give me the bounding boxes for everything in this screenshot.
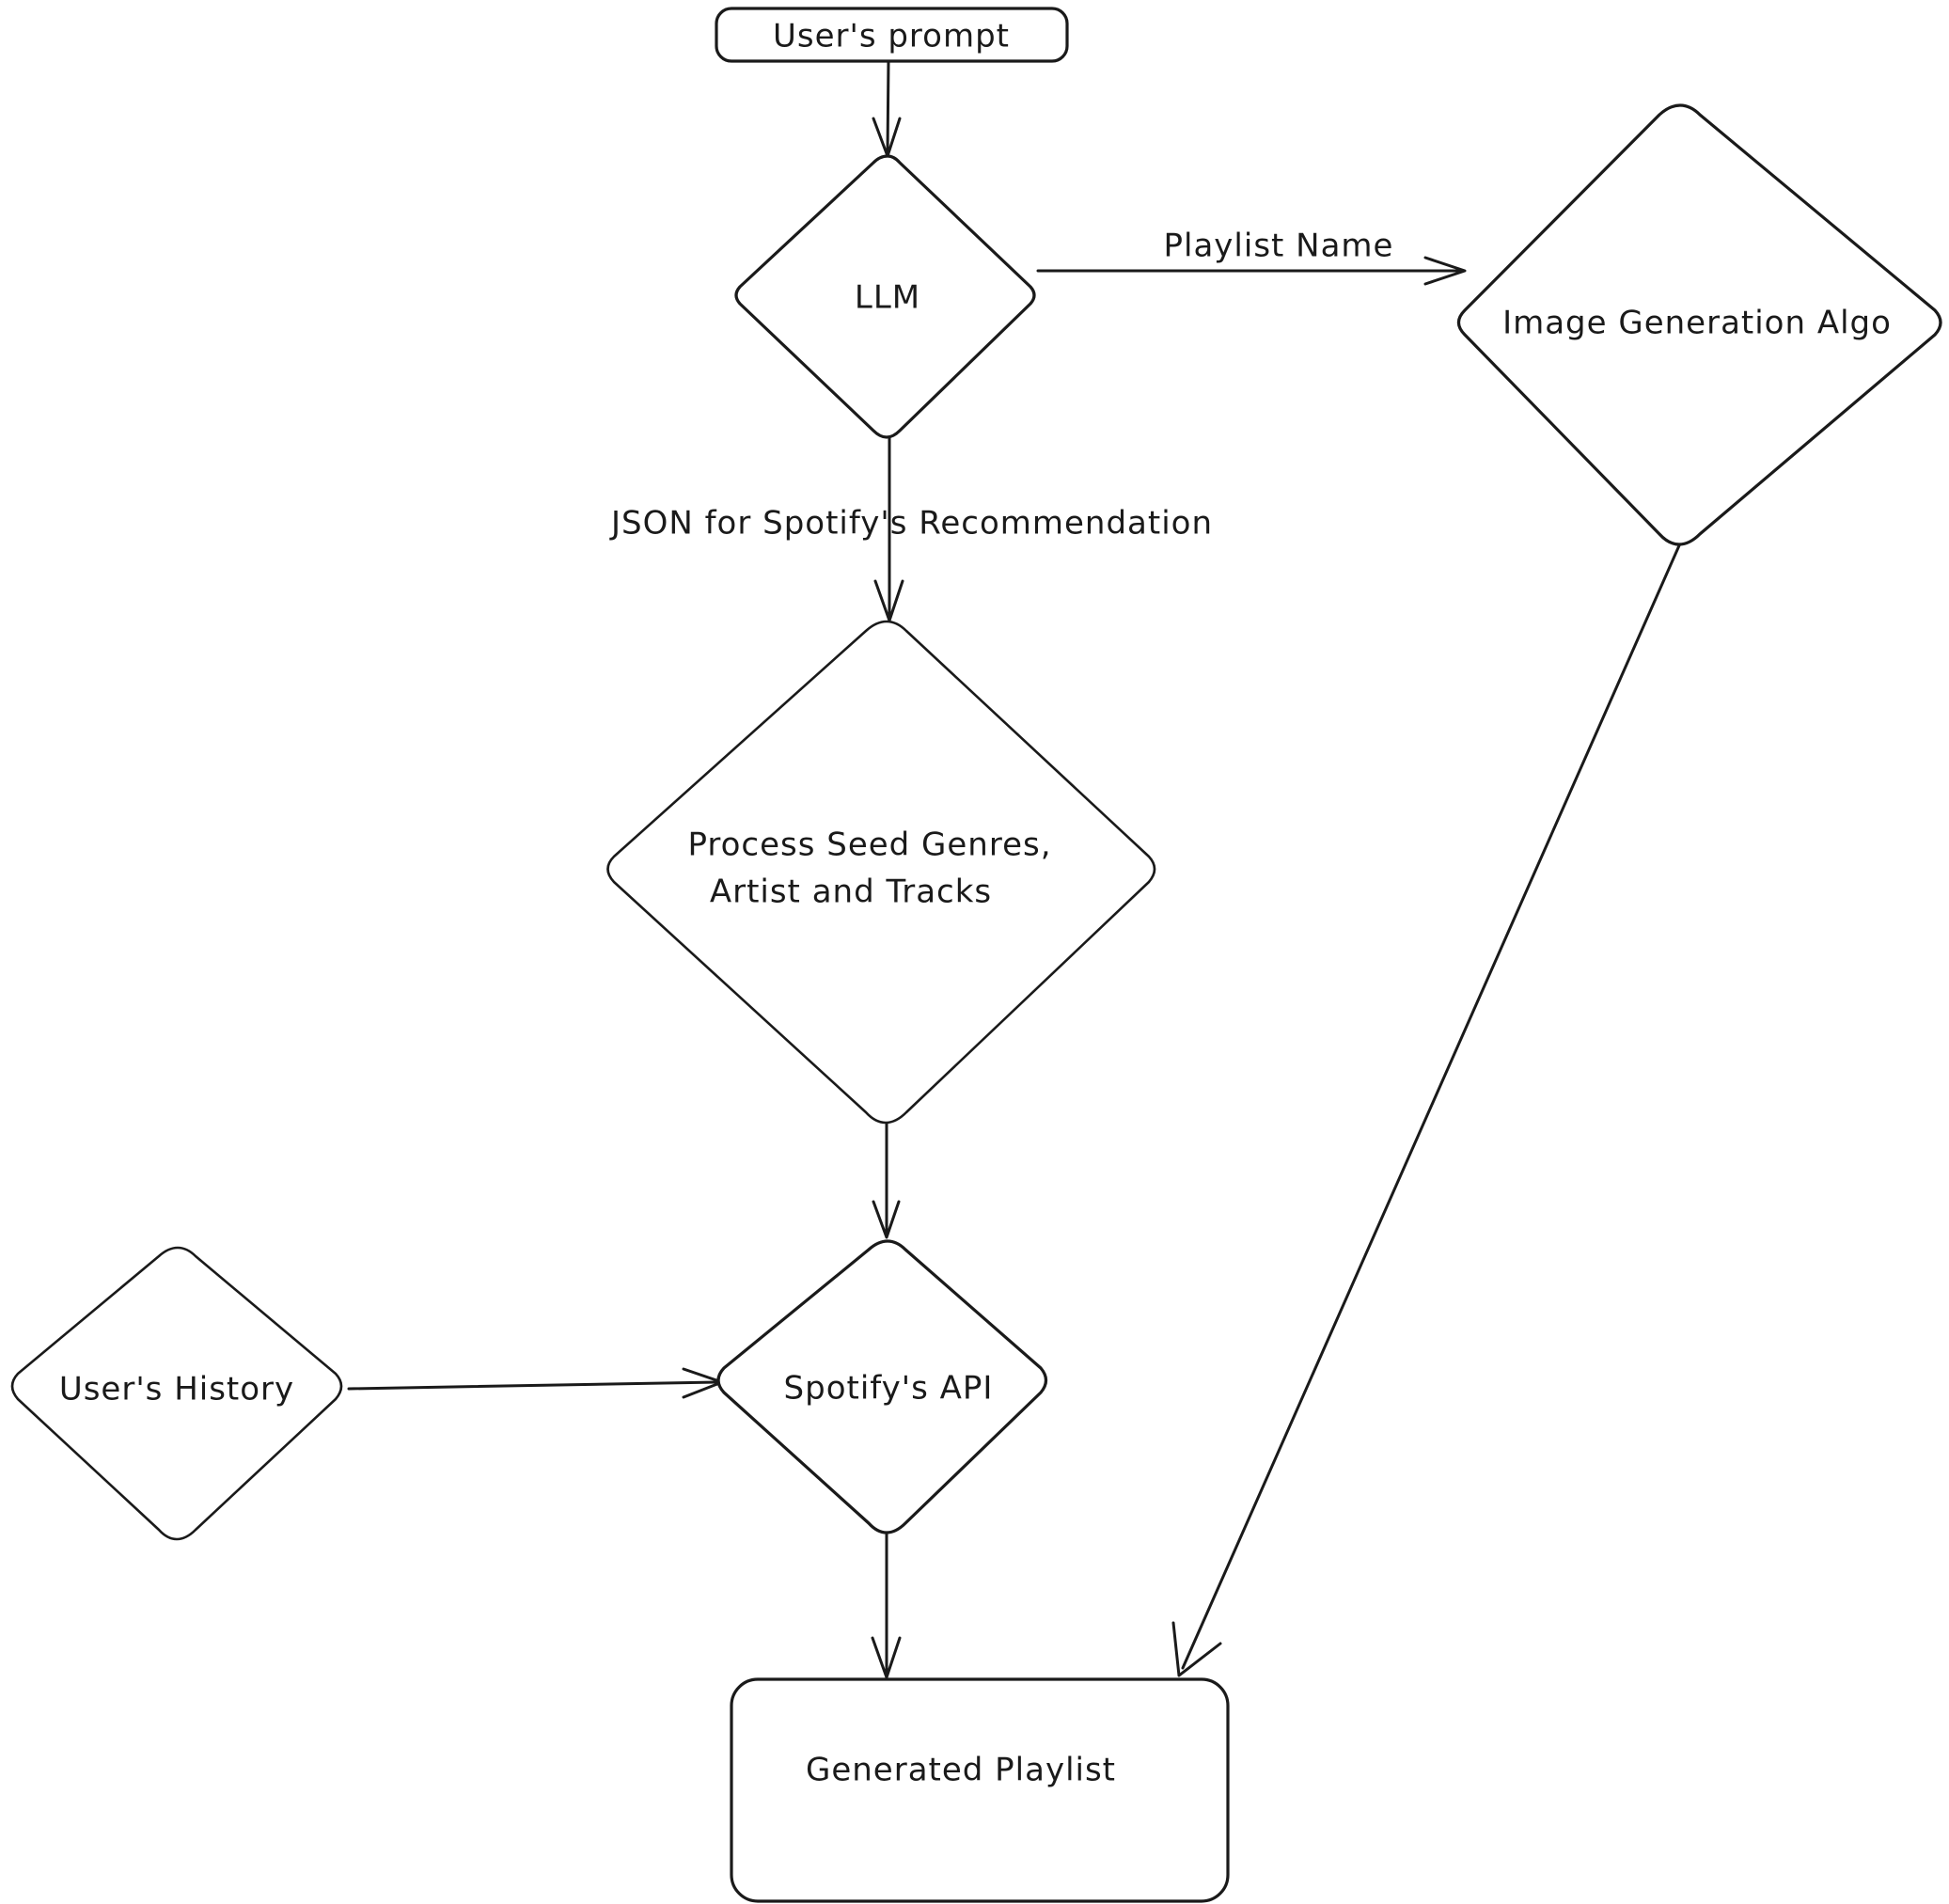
node-spotify-api-label: Spotify's API (784, 1370, 994, 1408)
edge-label-playlist-name: Playlist Name (1164, 228, 1394, 265)
edge-history-to-api-line (347, 1380, 719, 1391)
node-users-history-shape[interactable] (10, 1246, 343, 1541)
node-users-history-label: User's History (59, 1371, 294, 1408)
node-image-generation-algo-label: Image Generation Algo (1502, 305, 1892, 342)
arrowhead-icon (871, 1636, 902, 1679)
node-generated-playlist-label: Generated Playlist (806, 1752, 1116, 1789)
edge-prompt-to-llm (872, 58, 902, 158)
node-spotify-api-shape[interactable] (716, 1239, 1048, 1534)
node-image-generation-algo[interactable]: Image Generation Algo (1456, 103, 1942, 546)
node-image-generation-algo-shape[interactable] (1456, 103, 1942, 546)
edge-api-to-playlist (871, 1525, 902, 1679)
node-process-seed[interactable]: Process Seed Genres, Artist and Tracks (606, 620, 1156, 1125)
arrowhead-icon (1423, 256, 1467, 286)
node-users-prompt-shape[interactable] (715, 7, 1069, 63)
node-process-seed-shape[interactable] (606, 620, 1156, 1125)
node-generated-playlist[interactable]: Generated Playlist (730, 1677, 1230, 1903)
node-process-seed-label-line2: Artist and Tracks (710, 873, 992, 911)
arrowhead-icon (1171, 1621, 1222, 1677)
node-llm-shape[interactable] (734, 154, 1036, 439)
edge-image-to-playlist-line (1181, 542, 1682, 1670)
node-generated-playlist-shape[interactable] (730, 1677, 1230, 1903)
node-users-prompt-label: User's prompt (773, 18, 1010, 55)
edge-process-to-api (872, 1117, 901, 1239)
node-llm-label: LLM (855, 279, 920, 317)
node-process-seed-label-line1: Process Seed Genres, (687, 826, 1051, 864)
edge-llm-to-image (1036, 256, 1467, 286)
edge-label-json-recommendation: JSON for Spotify's Recommendation (609, 505, 1213, 543)
node-spotify-api[interactable]: Spotify's API (716, 1239, 1048, 1534)
node-users-prompt[interactable]: User's prompt (715, 7, 1069, 63)
edge-image-to-playlist (1171, 542, 1682, 1677)
arrowhead-icon (872, 1200, 901, 1239)
edge-history-to-api (347, 1367, 724, 1399)
node-users-history[interactable]: User's History (10, 1246, 343, 1541)
node-llm[interactable]: LLM (734, 154, 1036, 439)
